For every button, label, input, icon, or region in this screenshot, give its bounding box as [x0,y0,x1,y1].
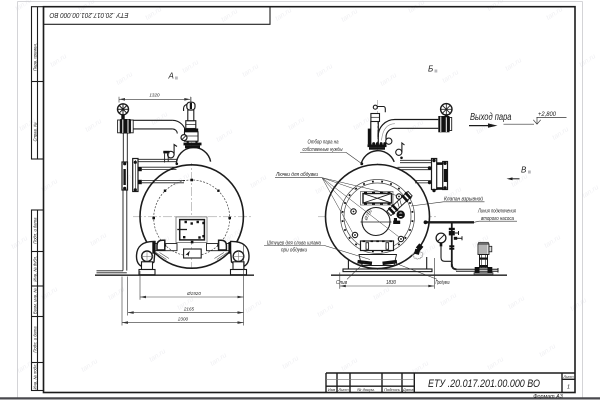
svg-text:Б: Б [428,65,433,74]
svg-text:Продувки: Продувки [436,280,450,286]
svg-text:Формат А3: Формат А3 [533,394,563,400]
svg-text:Лист: Лист [337,387,349,392]
svg-text:Дата: Дата [402,387,414,392]
svg-text:2165: 2165 [183,307,195,312]
svg-text:Ø1920: Ø1920 [186,291,201,296]
svg-text:второго насоса: второго насоса [481,216,514,222]
svg-text:Лист: Лист [562,374,574,379]
svg-text:Взам. инв. №: Взам. инв. № [32,288,37,314]
svg-text:при обдувки: при обдувки [281,247,307,253]
svg-text:1830: 1830 [386,280,396,286]
svg-text:ЕТУ .20.017.201.00.000 ВО: ЕТУ .20.017.201.00.000 ВО [49,11,128,20]
svg-text:ЕТУ .20.017.201.00.000 ВО: ЕТУ .20.017.201.00.000 ВО [428,378,540,390]
svg-text:Клапан взрывной: Клапан взрывной [444,195,483,202]
svg-text:Выход пара: Выход пара [470,112,512,123]
svg-text:Слив: Слив [336,280,347,286]
svg-text:Инв. № подл.: Инв. № подл. [32,364,37,390]
svg-text:2300: 2300 [177,317,189,322]
svg-text:А: А [168,72,174,81]
svg-text:Линия подключения: Линия подключения [477,209,516,215]
svg-text:1: 1 [567,385,570,391]
svg-text:Инв. № дубл.: Инв. № дубл. [32,256,37,282]
svg-text:Справ. №: Справ. № [32,122,37,141]
svg-text:Изм: Изм [328,387,336,392]
svg-text:Подпись: Подпись [384,387,400,392]
svg-text:Ø700: Ø700 [363,208,373,222]
svg-text:№ докум.: № докум. [357,387,375,392]
svg-text:Штуцер для слива шлама: Штуцер для слива шлама [267,240,321,246]
svg-text:В: В [521,166,527,175]
svg-text:1320: 1320 [149,93,160,98]
svg-text:Подп. и дата: Подп. и дата [32,326,37,353]
svg-text:Лючки для обдувки: Лючки для обдувки [275,172,318,178]
svg-text:+2,800: +2,800 [538,111,556,118]
svg-text:Подп. и дата: Подп. и дата [32,217,37,244]
svg-text:собственные нужды: собственные нужды [303,147,343,153]
svg-text:Отбор пара на: Отбор пара на [308,140,339,146]
svg-text:Перв. примен.: Перв. примен. [32,43,37,71]
